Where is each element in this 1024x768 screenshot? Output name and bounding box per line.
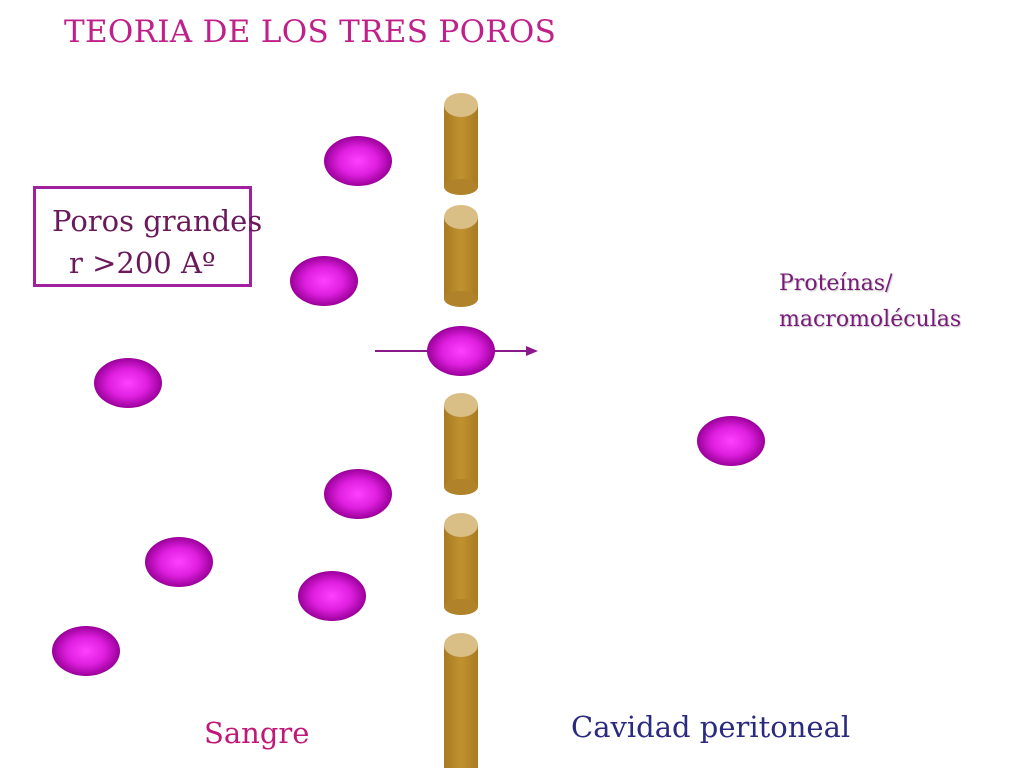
protein-molecule bbox=[324, 469, 392, 519]
protein-molecule bbox=[298, 571, 366, 621]
membrane-pillar bbox=[444, 633, 478, 768]
membrane-pillar bbox=[444, 93, 478, 195]
proteins-label: Proteínas/ macromoléculas bbox=[779, 266, 961, 338]
protein-molecule bbox=[697, 416, 765, 466]
diagram-title: TEORIA DE LOS TRES POROS bbox=[64, 14, 557, 50]
protein-molecule bbox=[290, 256, 358, 306]
pore-size-label: Poros grandes bbox=[52, 204, 263, 238]
membrane-pillar bbox=[444, 205, 478, 307]
proteins-label-line2: macromoléculas bbox=[779, 307, 962, 332]
membrane-pillar bbox=[444, 513, 478, 615]
membrane-pillar bbox=[444, 393, 478, 495]
blood-label: Sangre bbox=[204, 716, 310, 750]
peritoneal-cavity-label: Cavidad peritoneal bbox=[571, 710, 851, 744]
protein-molecule bbox=[324, 136, 392, 186]
protein-molecule bbox=[94, 358, 162, 408]
protein-molecule-crossing bbox=[427, 326, 495, 376]
pore-info-box bbox=[33, 186, 252, 287]
proteins-label-line1: Proteínas/ bbox=[779, 271, 893, 296]
protein-molecule bbox=[145, 537, 213, 587]
pore-radius-label: r >200 Aº bbox=[69, 246, 216, 280]
protein-molecule bbox=[52, 626, 120, 676]
